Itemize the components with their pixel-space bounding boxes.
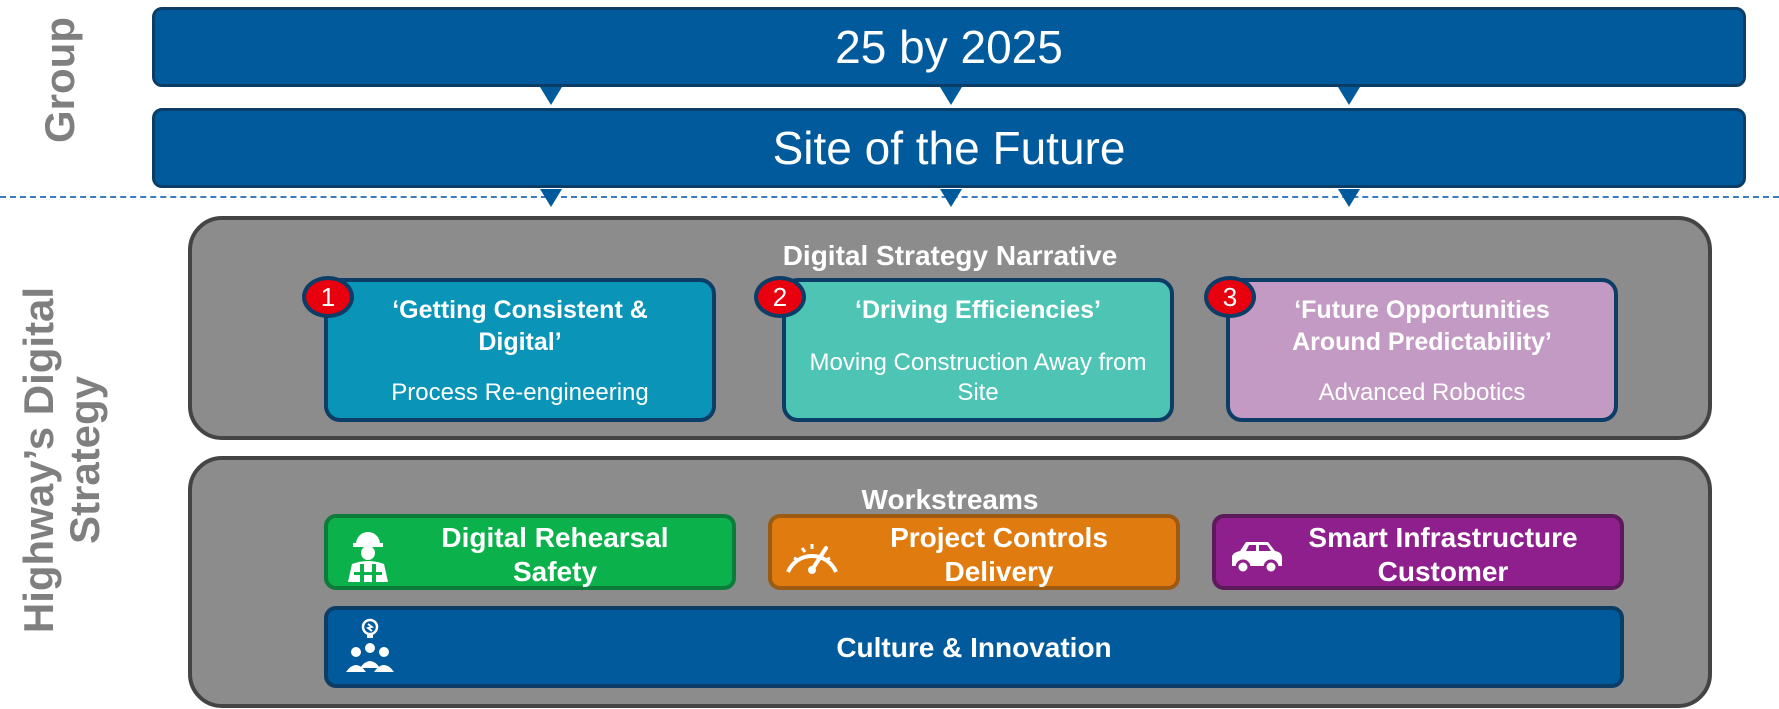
highway-label-line2: Strategy (61, 375, 108, 545)
car-icon (1232, 542, 1282, 575)
arrow-down-icon (940, 189, 962, 207)
goal-bar-25-by-2025: 25 by 2025 (152, 7, 1746, 87)
culture-innovation-bar: Culture & Innovation (324, 606, 1624, 688)
workstream-line2: Customer (1377, 556, 1509, 587)
arrow-down-icon (540, 189, 562, 207)
number-badge-1: 1 (302, 276, 354, 318)
worker-icon (348, 532, 388, 582)
card-title: ‘Driving Efficiencies’ (855, 296, 1101, 324)
workstream-line2: Delivery (944, 556, 1054, 587)
team-idea-icon (346, 618, 394, 672)
card-subtitle: Process Re-engineering (391, 379, 649, 406)
speedometer-icon (786, 544, 838, 574)
highway-strategy-side-label: Highway’s Digital Strategy (15, 250, 116, 670)
section-divider (0, 196, 1779, 198)
number-badge-2: 2 (754, 276, 806, 318)
card-subtitle: Advanced Robotics (1318, 379, 1526, 406)
card-title: ‘Future Opportunities Around Predictabil… (1292, 296, 1552, 356)
site-bar-text: Site of the Future (772, 122, 1126, 174)
culture-label: Culture & Innovation (836, 632, 1112, 663)
workstream-line1: Project Controls (890, 522, 1108, 553)
card-title: ‘Getting Consistent & Digital’ (392, 296, 648, 356)
workstream-line2: Safety (512, 556, 598, 587)
site-of-the-future-bar: Site of the Future (152, 108, 1746, 188)
arrow-down-icon (940, 87, 962, 105)
goal-bar-text: 25 by 2025 (835, 21, 1063, 73)
narrative-card-1: ‘Getting Consistent & Digital’ Process R… (324, 278, 716, 422)
workstream-line1: Digital Rehearsal (441, 522, 669, 553)
arrow-down-icon (540, 87, 562, 105)
narrative-card-3: ‘Future Opportunities Around Predictabil… (1226, 278, 1618, 422)
card-subtitle: Moving Construction Away from Site (809, 349, 1147, 406)
narrative-card-2: ‘Driving Efficiencies’ Moving Constructi… (782, 278, 1174, 422)
workstreams-title: Workstreams (861, 484, 1039, 515)
number-badge-3: 3 (1204, 276, 1256, 318)
group-side-label: Group (36, 17, 83, 143)
workstream-digital-rehearsal: Digital Rehearsal Safety (324, 514, 736, 590)
highway-label-line1: Highway’s Digital (15, 286, 62, 634)
arrow-down-icon (1338, 87, 1360, 105)
arrow-down-icon (1338, 189, 1360, 207)
workstream-smart-infrastructure: Smart Infrastructure Customer (1212, 514, 1624, 590)
workstream-project-controls: Project Controls Delivery (768, 514, 1180, 590)
narrative-title: Digital Strategy Narrative (782, 240, 1118, 271)
workstream-line1: Smart Infrastructure (1308, 522, 1578, 553)
